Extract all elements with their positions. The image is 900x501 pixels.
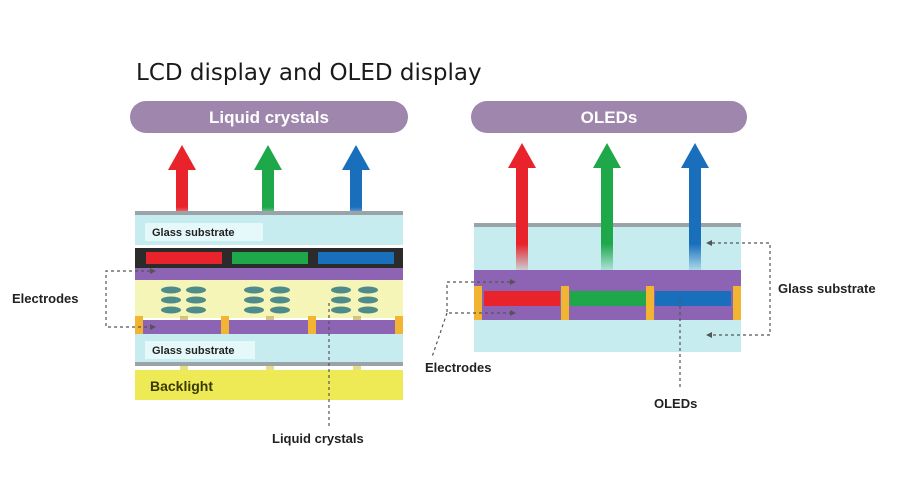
liquid-crystal-molecules: [161, 286, 378, 314]
arrow-up-green-icon: [254, 145, 282, 220]
oled-green-emitter: [570, 291, 646, 306]
oled-glass-bracket: [706, 240, 771, 338]
color-filter-blue: [318, 252, 394, 264]
oled-oleds-callout: OLEDs: [654, 396, 697, 411]
arrow-up-red-icon: [508, 143, 536, 270]
lcd-spacers: [135, 316, 403, 334]
oled-spacers: [474, 286, 741, 320]
lcd-backlight: [135, 370, 403, 400]
lcd-electrode-top: [135, 268, 403, 280]
lcd-header-label: Liquid crystals: [209, 108, 329, 127]
lcd-glass-top-edge: [135, 211, 403, 215]
oled-blue-emitter: [655, 291, 731, 306]
lcd-electrode-bottom: [135, 320, 403, 334]
lcd-glass-bottom-label-bg: [145, 341, 255, 359]
arrow-up-blue-icon: [342, 145, 370, 220]
oled-header-label: OLEDs: [581, 108, 638, 127]
oled-glass-substrate-bottom: [474, 320, 741, 352]
lcd-glass-top-label: Glass substrate: [152, 227, 235, 239]
page-title: LCD display and OLED display: [136, 60, 482, 86]
color-filter-green: [232, 252, 308, 264]
lcd-glass-top-label-bg: [145, 223, 263, 241]
oled-header-pill: [471, 101, 747, 133]
color-filter-red: [146, 252, 222, 264]
lcd-backlight-label: Backlight: [150, 378, 213, 394]
lcd-liquid-crystals-callout: Liquid crystals: [272, 431, 364, 446]
lcd-electrodes-bracket: [105, 268, 156, 330]
oled-glass-callout: Glass substrate: [778, 281, 876, 296]
lcd-electrodes-callout: Electrodes: [12, 291, 78, 306]
oled-electrodes-bracket: [431, 279, 516, 358]
oled-red-emitter: [484, 291, 560, 306]
arrow-up-green-icon: [593, 143, 621, 270]
lcd-glass-bottom-edge: [135, 362, 403, 366]
lcd-glass-bottom-label: Glass substrate: [152, 345, 235, 357]
lcd-diagram: Liquid crystals Glass substrate: [12, 101, 408, 446]
oled-diagram: OLEDs: [425, 101, 876, 411]
arrow-up-blue-icon: [681, 143, 709, 270]
oled-electrodes-callout: Electrodes: [425, 360, 491, 375]
arrow-up-red-icon: [168, 145, 196, 220]
lcd-header-pill: [130, 101, 408, 133]
